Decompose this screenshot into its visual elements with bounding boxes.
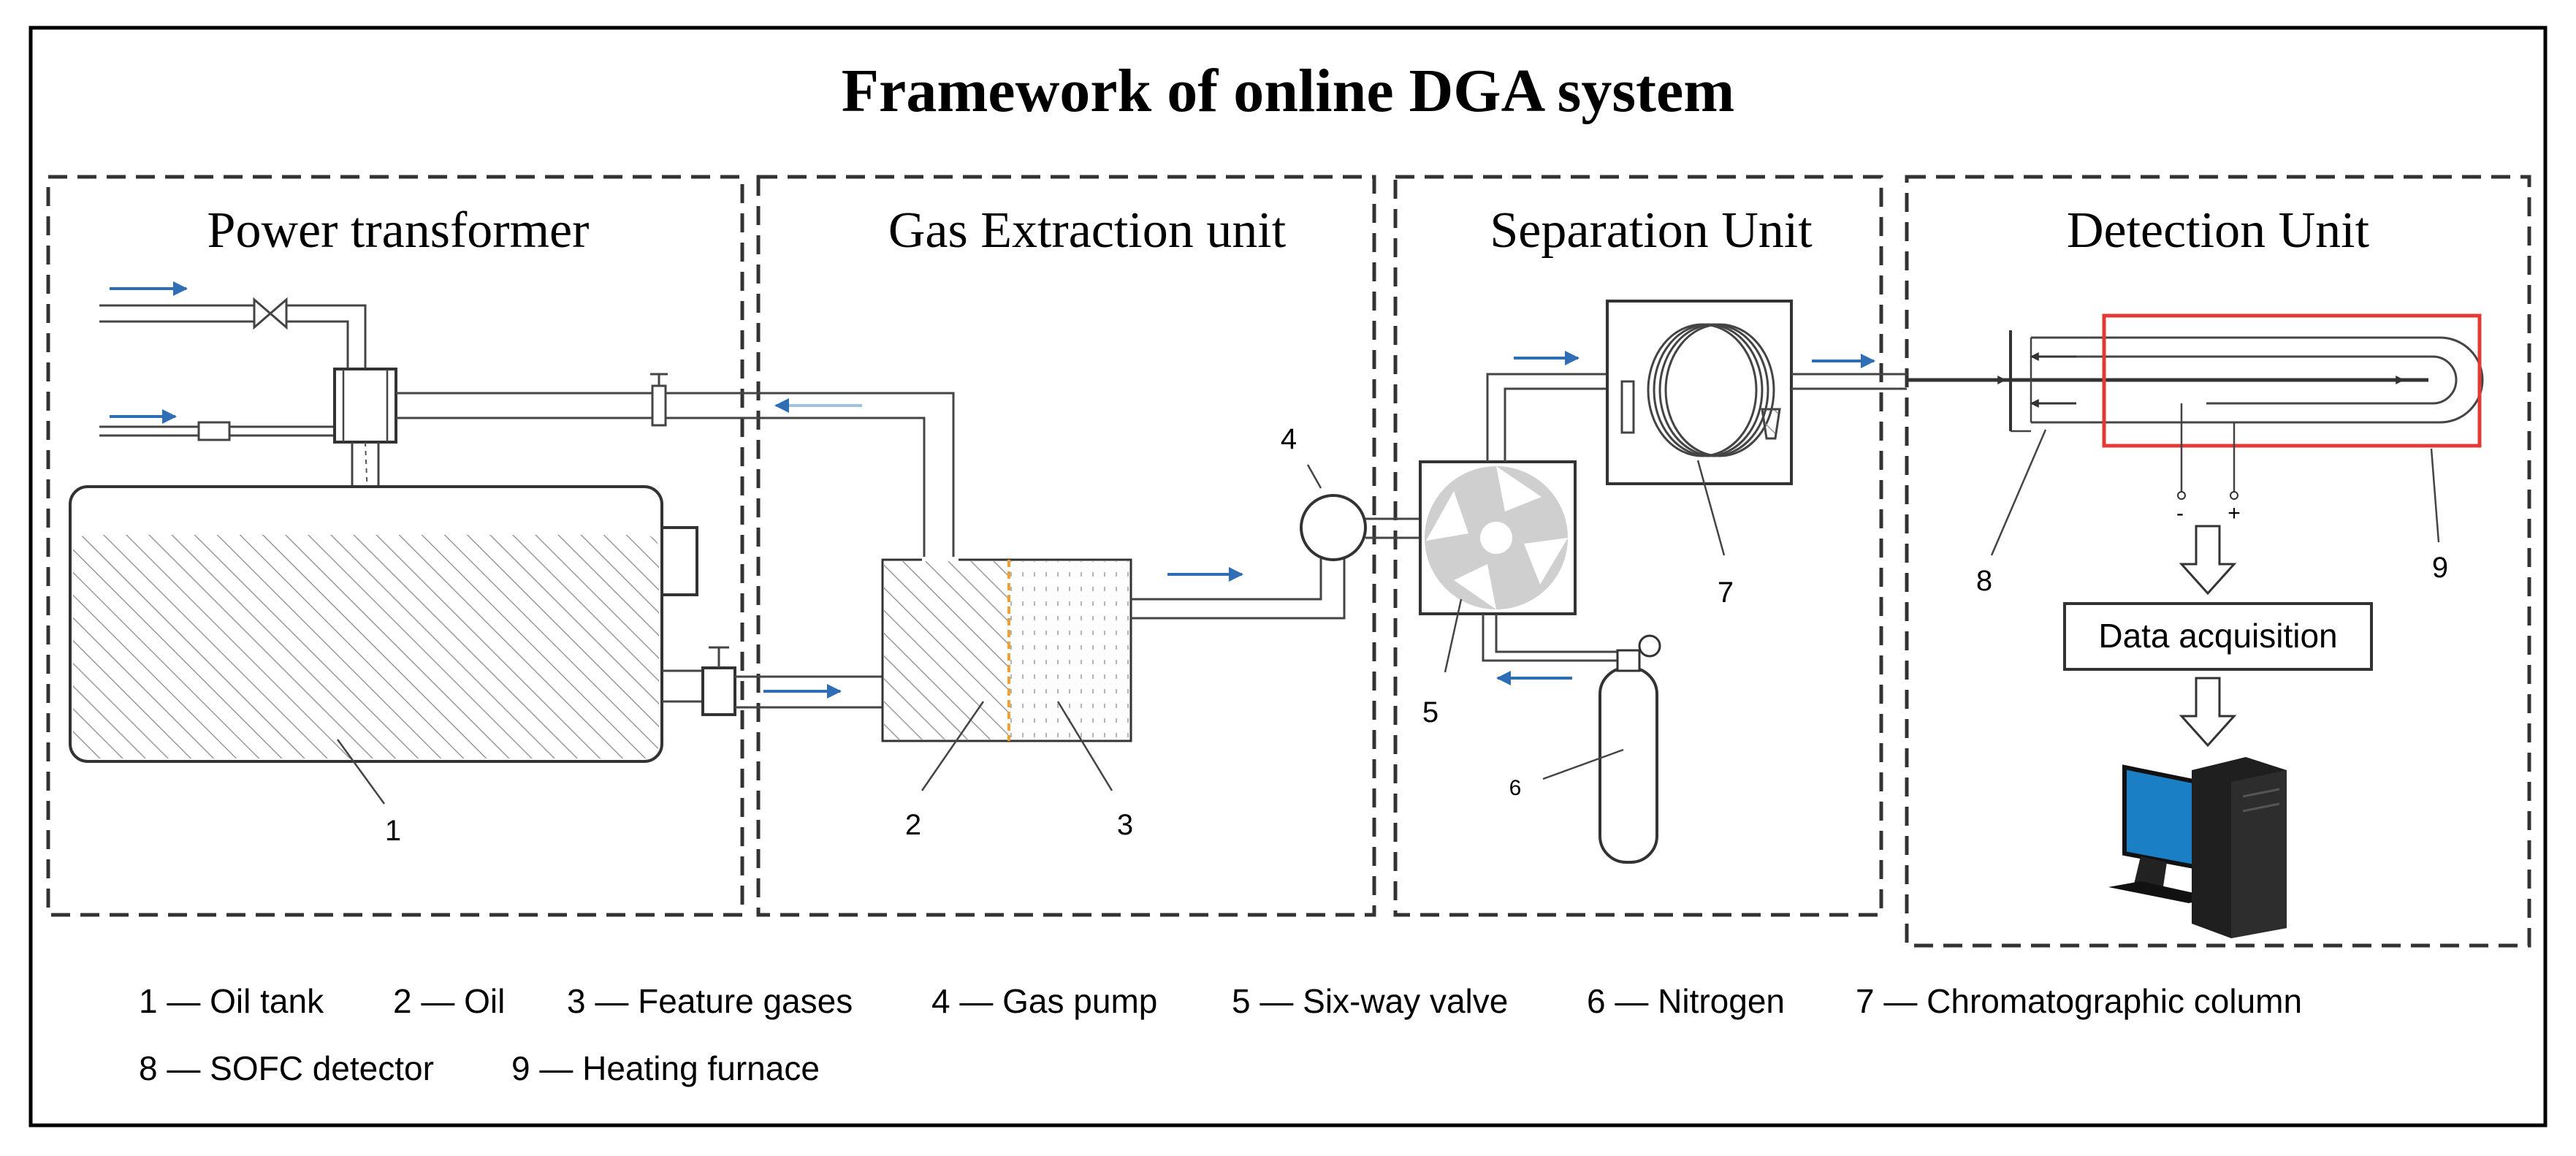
diagram-title: Framework of online DGA system	[842, 57, 1735, 125]
legend-item: 7 — Chromatographic column	[1856, 982, 2302, 1020]
legend-item: 8 — SOFC detector	[139, 1049, 434, 1087]
panel-title-power-transformer: Power transformer	[207, 202, 590, 259]
legend-item: 2 — Oil	[393, 982, 505, 1020]
gas-pump	[1300, 494, 1367, 561]
panel-separation	[1393, 175, 1883, 917]
junction-box	[333, 368, 397, 444]
panel-title-gas-extraction: Gas Extraction unit	[888, 202, 1287, 259]
legend: 1 — Oil tank 2 — Oil 3 — Feature gases 4…	[139, 982, 2302, 1087]
legend-item: 9 — Heating furnace	[511, 1049, 820, 1087]
down-arrow-icon	[2179, 677, 2237, 748]
legend-item: 4 — Gas pump	[931, 982, 1157, 1020]
label-six-way-valve: 5	[1422, 696, 1438, 729]
panel-gas-extraction	[756, 175, 1376, 917]
legend-item: 3 — Feature gases	[567, 982, 853, 1020]
label-oil: 2	[905, 809, 921, 841]
panel-title-separation: Separation Unit	[1490, 202, 1813, 259]
label-sofc-detector: 8	[1976, 565, 1992, 597]
computer-icon	[2108, 757, 2287, 938]
data-acquisition-label: Data acquisition	[2098, 617, 2337, 655]
legend-item: 6 — Nitrogen	[1587, 982, 1785, 1020]
power-transformer-drawing	[69, 297, 955, 805]
electrode-minus-label: -	[2176, 501, 2184, 525]
inlet-valve-icon	[253, 297, 288, 330]
panel-power-transformer	[46, 175, 744, 917]
electrode-plus-label: +	[2228, 501, 2241, 525]
panel-detection	[1905, 175, 2531, 948]
down-arrow-icon	[2179, 525, 2237, 596]
label-heating-furnace: 9	[2432, 552, 2448, 584]
gas-cylinder-icon	[1598, 666, 1658, 864]
detection-drawing	[1907, 313, 2484, 938]
separation-drawing	[1419, 300, 1907, 864]
gas-extraction-drawing	[881, 464, 1420, 791]
data-acquisition-box	[2063, 602, 2373, 671]
label-chromatographic-column: 7	[1718, 577, 1734, 609]
legend-item: 1 — Oil tank	[139, 982, 324, 1020]
label-nitrogen: 6	[1509, 776, 1522, 800]
label-gas-pump: 4	[1281, 423, 1297, 455]
label-oil-tank: 1	[385, 815, 401, 847]
label-feature-gases: 3	[1117, 809, 1133, 841]
panel-title-detection: Detection Unit	[2067, 202, 2370, 259]
heating-furnace	[2102, 313, 2482, 448]
legend-item: 5 — Six-way valve	[1232, 982, 1508, 1020]
